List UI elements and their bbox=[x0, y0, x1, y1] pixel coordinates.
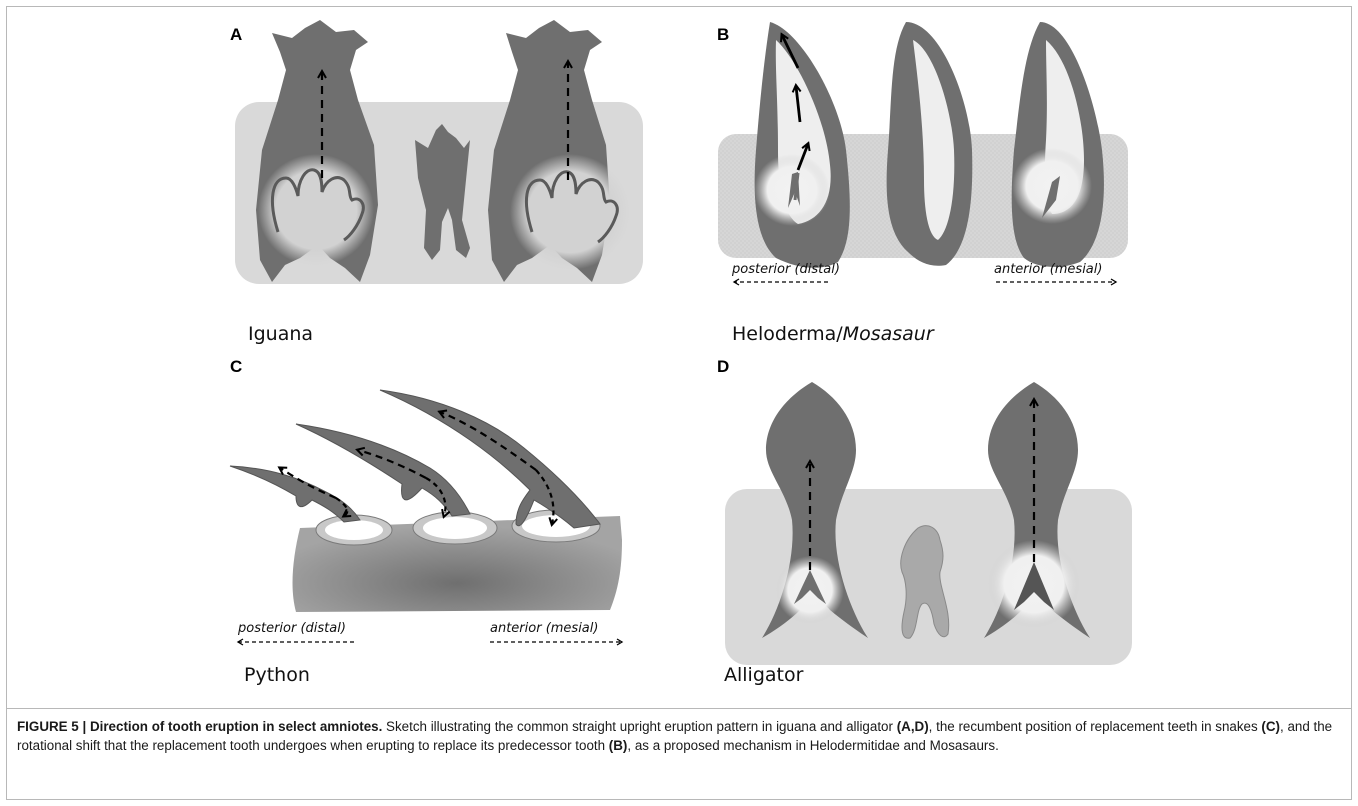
panel-c-anterior-label: anterior (mesial) bbox=[490, 621, 598, 636]
panel-c: C posterior (distal) anterior (mesial) P… bbox=[230, 357, 622, 686]
panel-b-letter: B bbox=[717, 25, 729, 44]
panel-c-posterior-label: posterior (distal) bbox=[237, 621, 346, 636]
panel-a-letter: A bbox=[230, 25, 242, 44]
caption-ref-3: (B) bbox=[609, 738, 628, 753]
caption-lead: FIGURE 5 | Direction of tooth eruption i… bbox=[17, 719, 382, 734]
panel-d-species: Alligator bbox=[724, 664, 804, 686]
panel-b-anterior-label: anterior (mesial) bbox=[994, 262, 1102, 277]
panel-d: D Alligator bbox=[717, 357, 1132, 686]
caption-ref-2: (C) bbox=[1261, 719, 1280, 734]
panel-d-letter: D bbox=[717, 357, 729, 376]
panel-c-tooth-1 bbox=[230, 466, 360, 522]
caption-text-4: , as a proposed mechanism in Helodermiti… bbox=[627, 738, 998, 753]
figure-caption: FIGURE 5 | Direction of tooth eruption i… bbox=[17, 718, 1342, 755]
caption-divider bbox=[6, 708, 1352, 709]
panel-c-letter: C bbox=[230, 357, 242, 376]
panel-c-species: Python bbox=[244, 664, 310, 686]
panel-b: B posterior (distal) anterior (mesial) H… bbox=[717, 22, 1128, 345]
panel-b-posterior-label: posterior (distal) bbox=[731, 262, 840, 277]
caption-text-2: , the recumbent position of replacement … bbox=[929, 719, 1262, 734]
panel-b-species: Heloderma/Mosasaur bbox=[732, 323, 935, 345]
panel-a-species: Iguana bbox=[248, 323, 313, 345]
figure-illustration: A Iguana B po bbox=[0, 0, 1358, 700]
caption-text-1: Sketch illustrating the common straight … bbox=[382, 719, 896, 734]
panel-a: A Iguana bbox=[230, 20, 643, 345]
caption-ref-1: (A,D) bbox=[897, 719, 929, 734]
